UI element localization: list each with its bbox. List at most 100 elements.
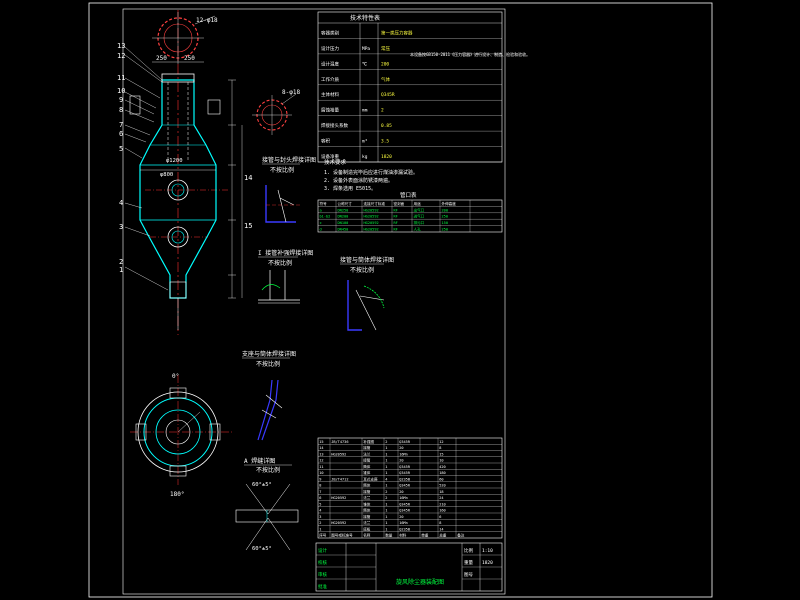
part-label-14: 14 — [244, 174, 252, 182]
bom-cell: 1 — [385, 502, 387, 506]
bom-cell: 1 — [385, 446, 387, 450]
bom-cell: 1 — [385, 471, 387, 475]
side-flange-view — [252, 93, 297, 135]
bom-cell: 13 — [319, 452, 323, 456]
section-title-2-scale: 不按比例 — [268, 259, 292, 267]
nozzle-cell: 200 — [442, 208, 449, 212]
bom-cell: 补强圈 — [363, 439, 374, 444]
bom-cell: 2 — [319, 521, 321, 525]
tech-row-value: 2 — [381, 108, 384, 114]
notes-line-1: 1. 设备制造完毕后应进行煤油渗漏试验。 — [324, 169, 418, 176]
title-cell-role: 批准 — [318, 583, 327, 590]
part-label-3: 3 — [119, 223, 123, 231]
notes-title: 技术要求 — [324, 158, 347, 166]
dim-width-left: 250 — [156, 55, 167, 62]
bom-cell: Q345R — [399, 471, 411, 475]
bom-cell: 16Mn — [399, 521, 408, 525]
bom-cell: 2 — [385, 496, 387, 500]
bom-cell: 筒体 — [363, 483, 371, 488]
right-dimension-chain — [228, 79, 243, 299]
detail-section-1: 接管与封头焊接详图 不按比例 — [262, 156, 316, 223]
tech-row-label: 工作介质 — [321, 76, 339, 83]
tech-row-value: 200 — [381, 61, 389, 67]
detail-section-4: 支座与筒体焊接详图 不按比例 — [242, 350, 296, 441]
section-title-3-scale: 不按比例 — [350, 266, 374, 274]
bom-cell: 420 — [439, 465, 446, 469]
bom-cell: 11 — [319, 465, 323, 469]
plan-view — [130, 375, 232, 485]
nozzle-table-title: 管口表 — [400, 191, 417, 199]
bom-cell: 图号或标准号 — [331, 533, 353, 538]
tech-row-unit: m³ — [362, 139, 368, 145]
bom-cell: 10 — [319, 471, 323, 475]
bom-cell: 1 — [385, 459, 387, 463]
bom-cell: 名称 — [363, 533, 371, 538]
nozzle-cell: 用途 — [414, 201, 422, 206]
tech-row-label: 焊接接头系数 — [321, 122, 348, 129]
nozzle-cell: 出气口 — [414, 207, 425, 212]
bom-cell: 20 — [399, 459, 403, 463]
bom-cell: 材料 — [399, 533, 407, 538]
bom-cell: HG20592 — [331, 521, 346, 525]
drawing-name: 旋风除尘器装配图 — [396, 578, 444, 586]
bom-cell: 4 — [385, 477, 387, 481]
tech-row-label: 容积 — [321, 138, 330, 145]
nozzle-cell: 250 — [442, 215, 449, 219]
bom-cell: 1 — [385, 452, 387, 456]
bom-cell: Q345R — [399, 502, 411, 506]
bom-cell: Q235B — [399, 527, 410, 531]
nozzle-cell: 250 — [442, 228, 449, 232]
tech-row-unit: MPa — [362, 46, 370, 52]
part-label-leaders — [124, 46, 169, 291]
bom-cell: Q345R — [399, 440, 411, 444]
bom-cell: 2 — [385, 490, 387, 494]
upper-nozzle-inner — [171, 183, 185, 197]
nozzle-cell: 进气口 — [414, 214, 425, 219]
bom-cell: 520 — [439, 484, 446, 488]
plan-view-label-bottom: 180° — [170, 491, 184, 498]
title-cell-value: 1820 — [482, 560, 493, 566]
section-title-5-scale: 不按比例 — [256, 466, 280, 474]
tech-row-label: 设备净重 — [321, 153, 339, 160]
section-title-1: 接管与封头焊接详图 — [262, 156, 316, 164]
bom-cell: 180 — [439, 471, 446, 475]
bom-cell: 锥体 — [363, 501, 371, 506]
bom-cell: 接管 — [363, 514, 371, 519]
side-flange-note: 8-φ18 — [282, 89, 300, 96]
bom-cell: JB/T4712 — [331, 477, 348, 481]
lower-nozzle-inner — [171, 230, 185, 244]
bom-cell: 20 — [399, 446, 403, 450]
part-label-12: 12 — [117, 52, 125, 60]
nozzle-cell: 排污口 — [414, 220, 425, 225]
title-cell-role: 审核 — [318, 571, 327, 578]
nozzle-cell: 外伸高度 — [442, 201, 457, 206]
title-cell-value: 1:10 — [482, 548, 493, 554]
bom-cell: 14 — [319, 446, 323, 450]
bom-cell: 6 — [319, 496, 321, 500]
tech-row-unit: mm — [362, 109, 368, 114]
section-title-4-scale: 不按比例 — [256, 360, 280, 368]
nozzle-cell: HG20592 — [364, 221, 379, 225]
bom-cell: 筒体 — [363, 508, 371, 513]
weld-angle-top: 60°±5° — [252, 482, 272, 488]
bom-cell: Q345R — [399, 465, 411, 469]
tech-row-value: 1820 — [381, 154, 392, 160]
nozzle-cell: RF — [394, 215, 398, 219]
nozzle-cell: b1-b2 — [320, 215, 331, 219]
nozzle-cell: RF — [394, 221, 398, 225]
part-label-7: 7 — [119, 121, 123, 129]
plan-view-label-top: 0° — [172, 373, 179, 380]
part-label-9: 9 — [119, 96, 123, 104]
title-cell-label: 比例 — [464, 547, 473, 554]
main-vessel-view: 12-φ18 250 250 φ1200 φ800 — [117, 10, 252, 335]
tech-row-value: 气体 — [381, 76, 390, 83]
bom-cell: Q235B — [399, 477, 410, 481]
bom-cell: 8 — [319, 484, 321, 488]
bom-cell: 备注 — [457, 533, 465, 538]
nozzle-cell: 150 — [442, 221, 449, 225]
bom-cell: HG20592 — [331, 496, 346, 500]
